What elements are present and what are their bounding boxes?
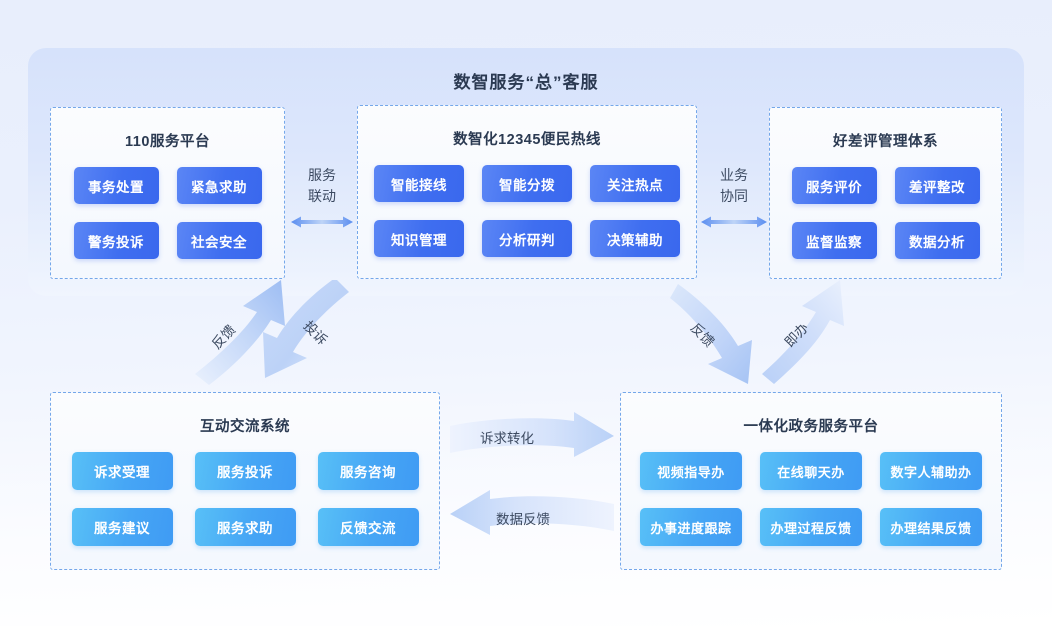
tag-item[interactable]: 监督监察 xyxy=(791,222,877,259)
connector-label-line2: 协同 xyxy=(720,188,748,204)
panel-title: 数智化12345便民热线 xyxy=(453,132,601,148)
tag-item[interactable]: 办事进度跟踪 xyxy=(640,508,742,546)
tag-item[interactable]: 诉求受理 xyxy=(71,452,173,490)
tag-group: 服务评价 差评整改 监督监察 数据分析 xyxy=(770,167,1001,277)
tag-item[interactable]: 数字人辅助办 xyxy=(880,452,982,490)
bidirectional-arrow-icon xyxy=(701,215,767,234)
tag-item[interactable]: 办理过程反馈 xyxy=(760,508,862,546)
tag-item[interactable]: 数据分析 xyxy=(894,222,980,259)
page-title: 数智服务“总”客服 xyxy=(453,73,599,92)
tag-item[interactable]: 服务咨询 xyxy=(317,452,419,490)
tag-item[interactable]: 决策辅助 xyxy=(590,220,680,257)
panel-title: 好差评管理体系 xyxy=(833,134,938,150)
diagonal-arrow-group-left: 反馈 投诉 xyxy=(195,278,385,395)
panel-title: 一体化政务服务平台 xyxy=(743,419,879,435)
panel-title: 互动交流系统 xyxy=(200,419,290,435)
arrow-label-demand-conversion: 诉求转化 xyxy=(480,431,534,446)
tag-item[interactable]: 知识管理 xyxy=(374,220,464,257)
diagonal-arrow-group-right: 反馈 即办 xyxy=(668,280,858,395)
panel-integrated-gov-service[interactable]: 一体化政务服务平台 视频指导办 在线聊天办 数字人辅助办 办事进度跟踪 办理过程… xyxy=(620,392,1002,570)
arrow-demand-conversion: 诉求转化 xyxy=(448,412,616,469)
tag-group: 事务处置 紧急求助 警务投诉 社会安全 xyxy=(51,167,284,277)
panel-interactive-system[interactable]: 互动交流系统 诉求受理 服务投诉 服务咨询 服务建议 服务求助 反馈交流 xyxy=(50,392,440,570)
panel-110-service-platform[interactable]: 110服务平台 事务处置 紧急求助 警务投诉 社会安全 xyxy=(50,107,285,279)
tag-item[interactable]: 事务处置 xyxy=(73,167,159,204)
tag-item[interactable]: 服务求助 xyxy=(194,508,296,546)
tag-group: 智能接线 智能分拨 关注热点 知识管理 分析研判 决策辅助 xyxy=(358,165,696,275)
tag-item[interactable]: 社会安全 xyxy=(176,222,262,259)
tag-item[interactable]: 紧急求助 xyxy=(176,167,262,204)
tag-item[interactable]: 办理结果反馈 xyxy=(880,508,982,546)
tag-item[interactable]: 反馈交流 xyxy=(317,508,419,546)
tag-item[interactable]: 智能分拨 xyxy=(482,165,572,202)
tag-item[interactable]: 分析研判 xyxy=(482,220,572,257)
panel-review-management[interactable]: 好差评管理体系 服务评价 差评整改 监督监察 数据分析 xyxy=(769,107,1002,279)
tag-group: 视频指导办 在线聊天办 数字人辅助办 办事进度跟踪 办理过程反馈 办理结果反馈 xyxy=(621,452,1001,564)
bidirectional-arrow-icon xyxy=(291,215,353,234)
tag-item[interactable]: 视频指导办 xyxy=(640,452,742,490)
connector-label-line1: 服务 xyxy=(308,167,336,183)
tag-item[interactable]: 在线聊天办 xyxy=(760,452,862,490)
panel-12345-hotline[interactable]: 数智化12345便民热线 智能接线 智能分拨 关注热点 知识管理 分析研判 决策… xyxy=(357,105,697,279)
tag-item[interactable]: 服务建议 xyxy=(71,508,173,546)
tag-item[interactable]: 关注热点 xyxy=(590,165,680,202)
tag-item[interactable]: 警务投诉 xyxy=(73,222,159,259)
connector-label-line1: 业务 xyxy=(720,167,748,183)
tag-item[interactable]: 服务投诉 xyxy=(194,452,296,490)
connector-label-line2: 联动 xyxy=(308,188,336,204)
arrow-data-feedback: 数据反馈 xyxy=(448,490,616,547)
tag-item[interactable]: 服务评价 xyxy=(791,167,877,204)
tag-group: 诉求受理 服务投诉 服务咨询 服务建议 服务求助 反馈交流 xyxy=(51,452,439,564)
connector-service-linkage: 服务 联动 xyxy=(291,165,353,234)
tag-item[interactable]: 智能接线 xyxy=(374,165,464,202)
arrow-label-data-feedback: 数据反馈 xyxy=(496,512,550,527)
tag-item[interactable]: 差评整改 xyxy=(894,167,980,204)
panel-title: 110服务平台 xyxy=(125,134,210,150)
connector-business-synergy: 业务 协同 xyxy=(701,165,767,234)
